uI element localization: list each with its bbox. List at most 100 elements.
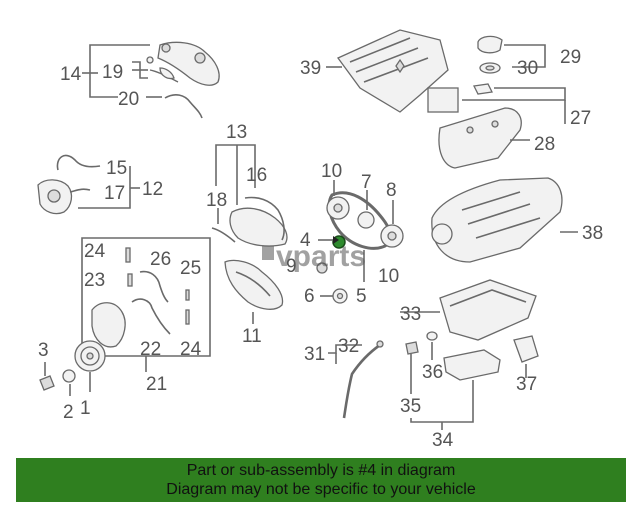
- parts-diagram: vparts 1 2 3 4 5 6 7 8 9 10 10 11 12 13 …: [37, 29, 603, 451]
- callout-9: 9: [286, 256, 297, 277]
- timing-cover-rear: [157, 41, 220, 86]
- tensioner-9: [316, 262, 328, 274]
- callout-29: 29: [560, 47, 581, 68]
- callout-35: 35: [400, 396, 421, 417]
- callout-23: 23: [84, 270, 105, 291]
- info-banner: Part or sub-assembly is #4 in diagram Di…: [16, 458, 626, 502]
- oil-pan-flange: [449, 289, 527, 307]
- callout-25: 25: [180, 258, 201, 279]
- engine-cover-logo: [395, 58, 405, 74]
- dipstick-group: [328, 340, 384, 419]
- crank-pulley-group: [39, 340, 106, 396]
- engine-cover-ridge: [349, 37, 429, 83]
- callout-17: 17: [104, 183, 125, 204]
- oil-pan-lower: [443, 349, 501, 381]
- banner-line-1: Part or sub-assembly is #4 in diagram: [186, 462, 456, 479]
- hose-20: [164, 93, 203, 119]
- lower-timing-cover: [224, 259, 284, 324]
- callout-36: 36: [422, 362, 443, 383]
- callout-labels: 1 2 3 4 5 6 7 8 9 10 10 11 12 13 14 15 1…: [38, 47, 603, 451]
- callout-18: 18: [206, 190, 227, 211]
- cover-bolt: [161, 43, 171, 53]
- leader-19b: [132, 61, 148, 79]
- washer-hole: [336, 292, 344, 300]
- belt-pulley-group: [316, 180, 404, 304]
- callout-6: 6: [304, 286, 315, 307]
- valve-bolt: [491, 120, 499, 128]
- callout-7: 7: [361, 172, 372, 193]
- clip-25: [185, 289, 190, 301]
- sensor-wire-b: [69, 188, 91, 193]
- watermark: vparts: [262, 240, 366, 273]
- engine-cover: [326, 29, 449, 113]
- valve-bolt: [466, 126, 474, 134]
- callout-1: 1: [80, 398, 91, 419]
- callout-28: 28: [534, 134, 555, 155]
- pulley-hub: [387, 231, 397, 241]
- gasket-tag: [473, 83, 493, 95]
- sensor-26: [139, 270, 169, 303]
- dipstick-handle: [376, 340, 384, 348]
- sensor-wire: [56, 154, 101, 171]
- cover-bolt: [194, 52, 206, 64]
- belt-cover-upper: [229, 207, 288, 247]
- callout-24b: 24: [180, 339, 202, 360]
- callout-34: 34: [432, 430, 454, 451]
- callout-10b: 10: [378, 266, 399, 287]
- callout-14: 14: [60, 64, 82, 85]
- callout-21: 21: [146, 374, 167, 395]
- manifold-runners: [461, 191, 541, 239]
- oil-cap-29: [477, 35, 503, 54]
- callout-32: 32: [338, 336, 359, 357]
- detail-box-outline: [81, 237, 211, 357]
- drain-plug-35: [405, 341, 419, 355]
- stud-23: [127, 273, 133, 287]
- pulley-hub: [333, 203, 343, 213]
- timing-cover-group: [82, 41, 220, 119]
- idler-pulley-7: [357, 211, 375, 229]
- clip-24b: [185, 309, 190, 325]
- leader-14: [89, 44, 150, 73]
- valve-cover-28: [438, 107, 522, 169]
- callout-19: 19: [102, 62, 123, 83]
- seal-22: [131, 298, 171, 335]
- callout-31: 31: [304, 344, 325, 365]
- sensor-core: [47, 189, 61, 203]
- leader-14b: [89, 73, 118, 98]
- callout-15: 15: [106, 158, 127, 179]
- callout-39: 39: [300, 58, 321, 79]
- arrow-4-head: [333, 236, 339, 244]
- callout-38: 38: [582, 223, 603, 244]
- oil-pan-group: [400, 279, 539, 430]
- callout-12: 12: [142, 179, 163, 200]
- leader-31: [328, 344, 362, 354]
- cover-washer: [146, 56, 154, 64]
- leader-13b: [215, 144, 256, 188]
- lower-cover-rib: [235, 271, 271, 297]
- callout-30: 30: [517, 58, 538, 79]
- throttle-body: [431, 223, 453, 245]
- leader-12: [78, 166, 131, 209]
- bolt-3: [39, 375, 55, 391]
- callout-8: 8: [386, 180, 397, 201]
- leader-29: [504, 44, 546, 68]
- callout-3: 3: [38, 340, 49, 361]
- timing-belt-group: [211, 144, 288, 247]
- callout-22: 22: [140, 339, 161, 360]
- manifold-body: [431, 177, 563, 263]
- oil-pan-upper-33: [439, 279, 537, 341]
- banner-line-2: Diagram may not be specific to your vehi…: [166, 481, 476, 498]
- callout-4: 4: [300, 230, 311, 251]
- callout-37: 37: [516, 374, 537, 395]
- callout-27: 27: [570, 108, 591, 129]
- intake-manifold: [431, 177, 578, 263]
- callout-10: 10: [321, 161, 342, 182]
- seal-hole: [485, 65, 495, 71]
- stud-24: [125, 247, 131, 263]
- belt-gasket: [244, 196, 285, 241]
- crank-pulley-hub: [86, 352, 94, 360]
- seal-18: [211, 227, 236, 243]
- callout-20: 20: [118, 89, 139, 110]
- front-cover-plate: [91, 302, 126, 348]
- washer-36: [426, 331, 438, 341]
